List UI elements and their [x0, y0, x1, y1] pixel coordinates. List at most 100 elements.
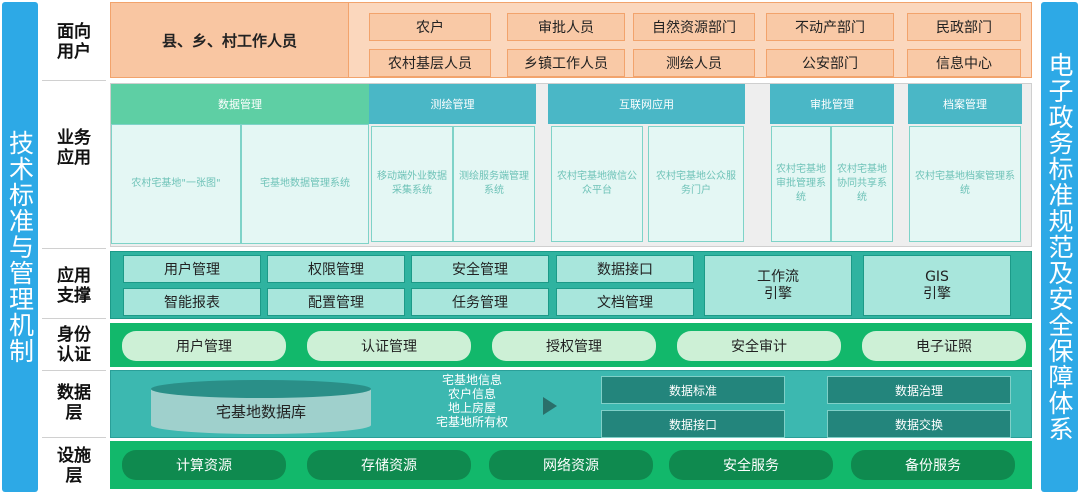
divider: [42, 370, 106, 371]
biz-group-title-text: 互联网应用: [619, 98, 674, 111]
infra-pill-text: 存储资源: [361, 458, 417, 474]
infra-pill: 网络资源: [489, 450, 653, 480]
biz-group-title-text: 档案管理: [943, 98, 987, 111]
identity-pill: 安全审计: [677, 331, 841, 361]
infra-pill: 安全服务: [669, 450, 833, 480]
biz-system-cell: 移动端外业数据采集系统: [371, 126, 453, 242]
data-info-item: 地上房屋: [447, 401, 496, 415]
label-infra: 设施 层: [42, 442, 106, 490]
user-chip: 公安部门: [766, 49, 894, 77]
biz-group-title-text: 测绘管理: [430, 98, 475, 111]
left-bar-text: 技术标准与管理机制: [5, 130, 35, 364]
business-row: 数据管理 农村宅基地"一张图" 宅基地数据管理系统 测绘管理 移动端外业数据采集…: [110, 83, 1032, 247]
biz-system-cell: 农村宅基地公众服务门户: [648, 126, 744, 242]
data-chip: 数据接口: [601, 410, 785, 438]
divider: [42, 248, 106, 249]
user-chip: 自然资源部门: [633, 13, 755, 41]
support-chip: 任务管理: [411, 288, 549, 316]
identity-row: 用户管理 认证管理 授权管理 安全审计 电子证照: [110, 323, 1032, 367]
user-chip: 信息中心: [907, 49, 1021, 77]
data-chip: 数据标准: [601, 376, 785, 404]
biz-system-text: 农村宅基地公众服务门户: [656, 171, 736, 196]
support-chip-text: 任务管理: [452, 295, 508, 311]
label-identity: 身份 认证: [42, 322, 106, 368]
user-chip-text: 乡镇工作人员: [524, 56, 608, 72]
data-row: 宅基地数据库 宅基地信息 农户信息 地上房屋 宅基地所有权 数据标准 数据治理 …: [110, 370, 1032, 438]
support-chip-text: 权限管理: [308, 262, 364, 278]
infra-pill-text: 备份服务: [905, 458, 961, 474]
biz-system-cell: 农村宅基地审批管理系统: [771, 126, 831, 242]
left-standards-bar: 技术标准与管理机制: [2, 2, 38, 492]
user-chip: 审批人员: [507, 13, 625, 41]
support-chip: 用户管理: [123, 255, 261, 283]
data-chip: 数据治理: [827, 376, 1011, 404]
identity-pill: 用户管理: [122, 331, 286, 361]
infra-pill: 备份服务: [851, 450, 1015, 480]
label-identity-text: 身份 认证: [57, 325, 91, 365]
biz-group-title: 档案管理: [908, 84, 1022, 124]
user-chip-text: 不动产部门: [795, 20, 865, 36]
user-chip: 测绘人员: [633, 49, 755, 77]
biz-system-cell: 农村宅基地协同共享系统: [831, 126, 893, 242]
identity-pill: 电子证照: [862, 331, 1026, 361]
infra-pill: 存储资源: [307, 450, 471, 480]
users-row: 县、乡、村工作人员 农户 审批人员 自然资源部门 不动产部门 民政部门 农村基层…: [110, 2, 1032, 78]
user-chip-text: 公安部门: [802, 56, 858, 72]
biz-system-cell: 测绘服务端管理系统: [453, 126, 535, 242]
users-main-text: 县、乡、村工作人员: [161, 31, 297, 50]
user-chip: 乡镇工作人员: [507, 49, 625, 77]
data-chip-text: 数据接口: [668, 417, 717, 432]
label-data-text: 数据 层: [57, 383, 91, 423]
label-business-text: 业务 应用: [57, 128, 91, 168]
support-chip: 安全管理: [411, 255, 549, 283]
data-info-item: 农户信息: [447, 387, 496, 401]
workflow-engine: 工作流 引擎: [704, 255, 852, 316]
identity-pill-text: 认证管理: [361, 339, 417, 355]
biz-group-title-text: 数据管理: [218, 98, 262, 111]
support-chip-text: 用户管理: [164, 262, 220, 278]
label-infra-text: 设施 层: [57, 446, 91, 486]
biz-group-title: 互联网应用: [548, 84, 745, 124]
label-support: 应用 支撑: [42, 262, 106, 310]
data-chip: 数据交换: [827, 410, 1011, 438]
support-row: 用户管理 权限管理 安全管理 数据接口 智能报表 配置管理 任务管理 文档管理 …: [110, 251, 1032, 319]
infra-pill-text: 网络资源: [543, 458, 599, 474]
data-info-item: 宅基地信息: [441, 373, 502, 387]
users-main-box: 县、乡、村工作人员: [111, 3, 349, 77]
biz-group-title-text: 审批管理: [810, 98, 854, 111]
data-info-item: 宅基地所有权: [435, 415, 508, 429]
identity-pill: 授权管理: [492, 331, 656, 361]
identity-pill-text: 授权管理: [546, 339, 602, 355]
right-bar-text: 电子政务标准规范及安全保障体系: [1045, 52, 1074, 442]
right-security-bar: 电子政务标准规范及安全保障体系: [1041, 2, 1078, 492]
database-label: 宅基地数据库: [149, 397, 373, 425]
database-cylinder-icon: [151, 380, 371, 434]
support-chip-text: 智能报表: [164, 295, 220, 311]
support-chip: 文档管理: [556, 288, 694, 316]
infra-pill: 计算资源: [122, 450, 286, 480]
infra-pill-text: 计算资源: [176, 458, 232, 474]
support-chip-text: 数据接口: [597, 262, 653, 278]
identity-pill-text: 电子证照: [916, 339, 972, 355]
biz-system-text: 宅基地数据管理系统: [260, 178, 350, 189]
divider: [42, 318, 106, 319]
data-chip-text: 数据治理: [894, 383, 943, 398]
biz-system-cell: 宅基地数据管理系统: [241, 124, 369, 244]
biz-group-title: 数据管理: [111, 84, 369, 124]
data-chip-text: 数据交换: [894, 417, 943, 432]
identity-pill-text: 安全审计: [731, 339, 787, 355]
biz-system-text: 农村宅基地协同共享系统: [837, 164, 887, 203]
support-chip: 数据接口: [556, 255, 694, 283]
support-chip: 智能报表: [123, 288, 261, 316]
user-chip-text: 审批人员: [538, 20, 594, 36]
user-chip: 农村基层人员: [369, 49, 491, 77]
infra-row: 计算资源 存储资源 网络资源 安全服务 备份服务: [110, 441, 1032, 489]
biz-system-text: 农村宅基地"一张图": [131, 178, 221, 189]
biz-system-text: 农村宅基地微信公众平台: [557, 171, 637, 196]
gis-engine-text: GIS 引擎: [923, 268, 951, 302]
label-data: 数据 层: [42, 380, 106, 426]
label-users: 面向 用户: [42, 10, 106, 74]
support-chip-text: 配置管理: [308, 295, 364, 311]
database-label-text: 宅基地数据库: [215, 402, 306, 421]
support-chip-text: 文档管理: [597, 295, 653, 311]
